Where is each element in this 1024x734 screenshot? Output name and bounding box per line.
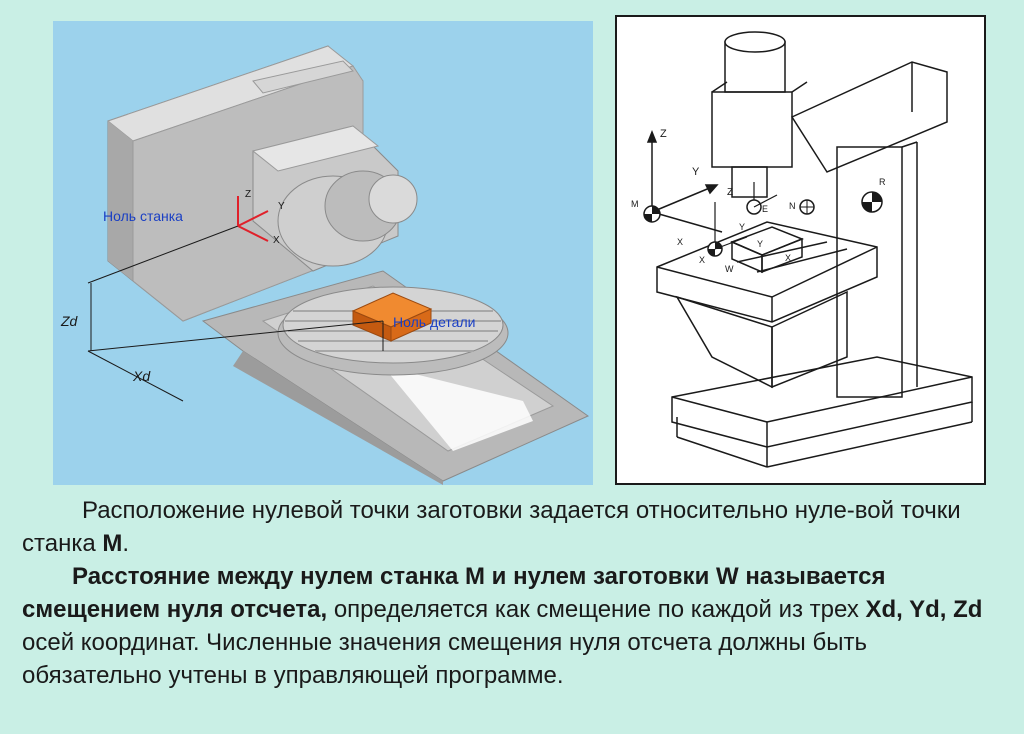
machine-3d-figure: Z Y X Ноль станка Ноль детали Zd Xd	[53, 21, 593, 485]
left-axis-z-label: Z	[245, 189, 251, 200]
point-n-label: N	[789, 201, 796, 211]
machine-zero-label: Ноль станка	[103, 208, 183, 224]
point-w-label: W	[725, 264, 734, 274]
point-m-label: M	[631, 199, 639, 209]
paragraph-2: Расстояние между нулем станка М и нулем …	[22, 563, 983, 689]
point-e-label: E	[762, 204, 768, 214]
description-text: Расположение нулевой точки заготовки зад…	[22, 494, 990, 692]
machine-zero-axes	[237, 196, 269, 242]
machine-3d-drawing: Z Y X Ноль станка Ноль детали Zd Xd	[60, 45, 590, 485]
point-r-label: R	[879, 177, 886, 187]
machine-line-figure: Z Y X M R N E W Z X Y Y X	[615, 15, 986, 485]
right-axis-x-label: X	[677, 237, 683, 247]
left-axis-x-label: X	[273, 235, 280, 246]
part-y-label: Y	[739, 222, 745, 232]
work-y-label: Y	[757, 239, 763, 249]
work-x-label: X	[699, 255, 705, 265]
right-axis-z-label: Z	[660, 128, 667, 140]
xd-dimension-label: Xd	[132, 368, 151, 384]
part-zero-label: Ноль детали	[393, 314, 475, 330]
paragraph-1: Расположение нулевой точки заготовки зад…	[22, 497, 961, 557]
right-axis-y-label: Y	[692, 166, 700, 178]
zd-dimension-label: Zd	[60, 313, 79, 329]
machine-coordinate-axes	[646, 129, 723, 233]
part-x-label: X	[785, 253, 791, 263]
tool-z-label: Z	[727, 187, 733, 198]
machine-line-drawing: Z Y X M R N E W Z X Y Y X	[631, 31, 973, 468]
left-axis-y-label: Y	[278, 201, 285, 212]
